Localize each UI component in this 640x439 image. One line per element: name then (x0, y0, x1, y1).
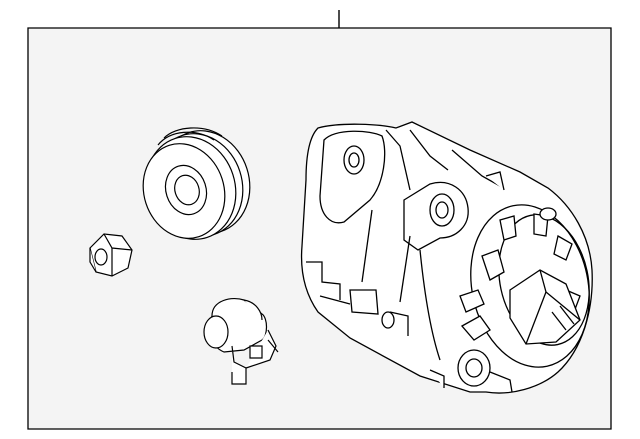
pulley (131, 119, 263, 251)
nut (90, 234, 132, 276)
alternator-assembly (302, 122, 604, 393)
connector-clip (204, 299, 278, 384)
